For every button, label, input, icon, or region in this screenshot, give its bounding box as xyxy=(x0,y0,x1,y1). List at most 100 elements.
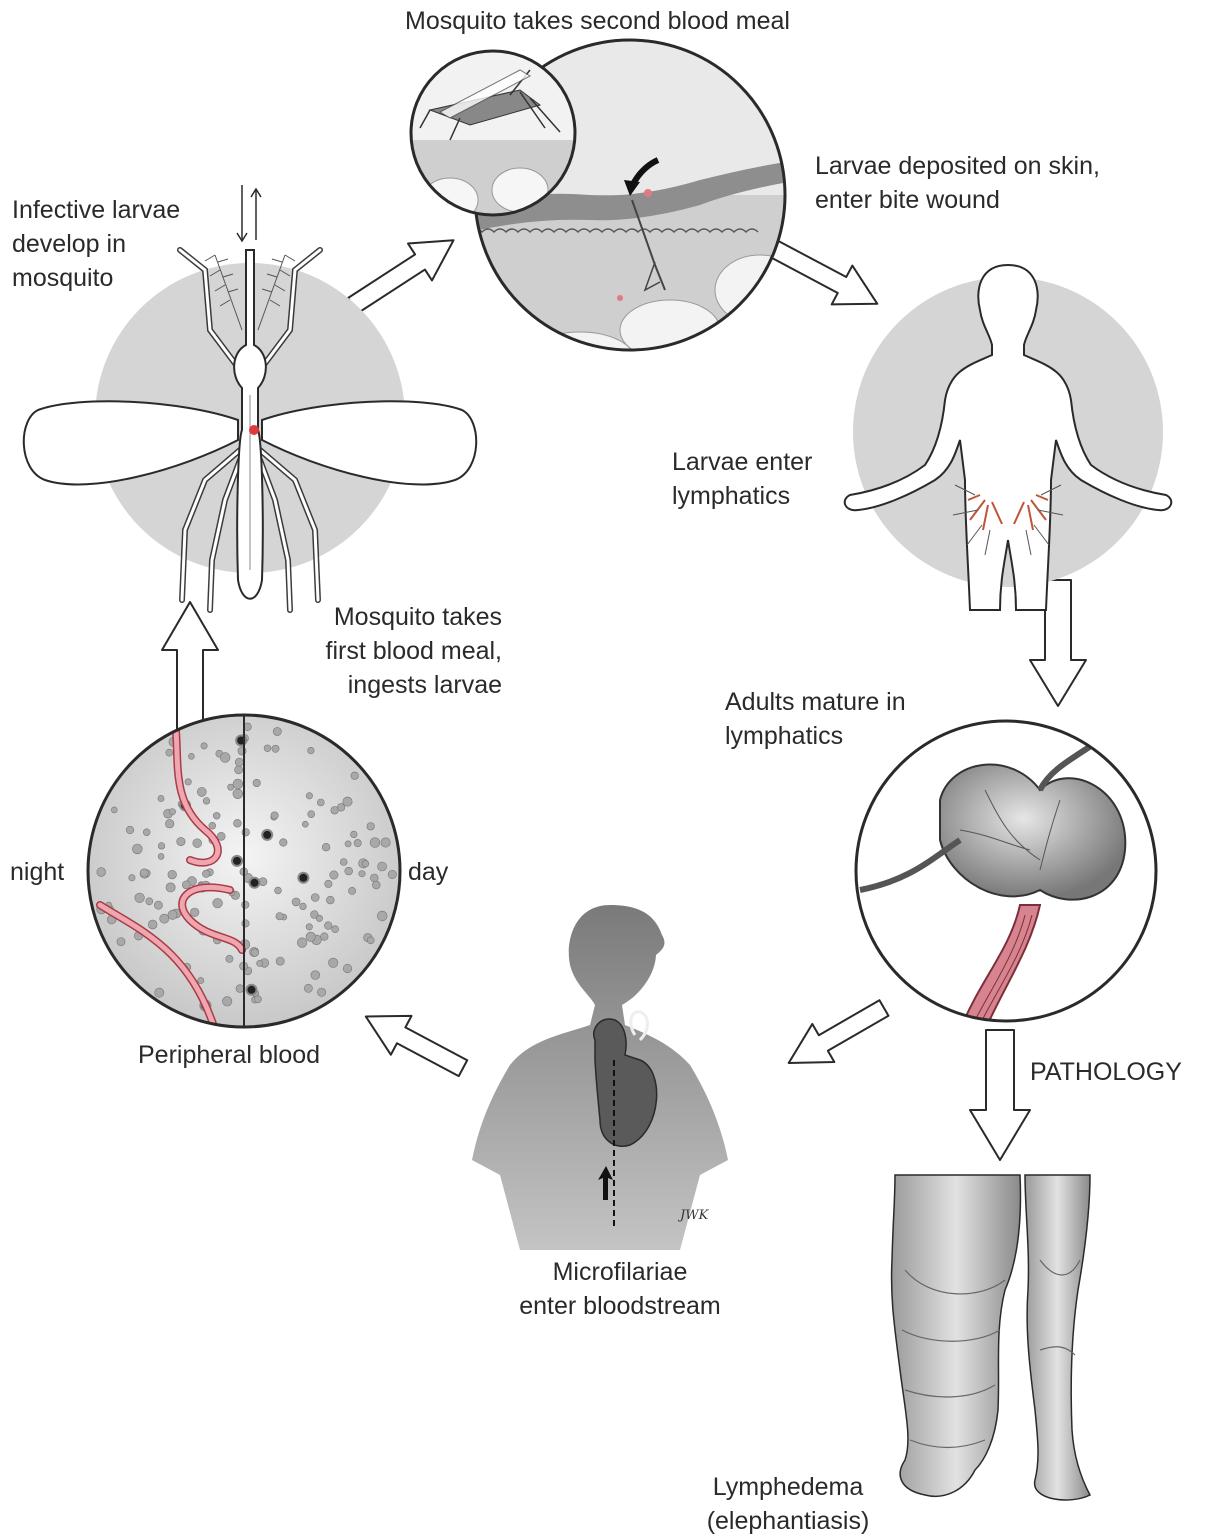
blood-cell xyxy=(316,915,322,921)
blood-cell xyxy=(326,896,334,904)
blood-cell xyxy=(370,874,378,882)
label-line: enter bite wound xyxy=(815,183,1100,217)
label-line: Microfilariae xyxy=(502,1255,738,1289)
blood-cell xyxy=(213,898,223,908)
blood-cell xyxy=(135,893,145,903)
blood-cell xyxy=(377,911,387,921)
label-adults-mature: Adults mature in lymphatics xyxy=(725,685,906,753)
blood-cell xyxy=(345,841,351,847)
blood-cell xyxy=(367,937,374,944)
blood-cell xyxy=(213,812,220,819)
blood-cell xyxy=(235,758,243,766)
label-second-blood-meal: Mosquito takes second blood meal xyxy=(405,4,790,38)
blood-cell xyxy=(378,862,387,871)
label-line: lymphatics xyxy=(725,719,906,753)
blood-cell xyxy=(117,938,125,946)
blood-cell xyxy=(160,914,169,923)
human-outline xyxy=(845,265,1172,610)
blood-cell xyxy=(311,894,319,902)
blood-cell xyxy=(242,901,249,908)
blood-cell xyxy=(381,838,390,847)
label-larvae-enter-lymphatics: Larvae enter lymphatics xyxy=(672,445,812,513)
blood-cell xyxy=(202,870,209,877)
blood-cell xyxy=(233,779,243,789)
label-pathology: PATHOLOGY xyxy=(1030,1055,1182,1089)
blood-cell xyxy=(351,772,359,780)
blood-cell xyxy=(302,821,308,827)
label-night: night xyxy=(10,855,64,889)
blood-cell xyxy=(126,826,134,834)
label-line: lymphatics xyxy=(672,479,812,513)
arrow-heart-to-blood xyxy=(356,997,474,1087)
blood-cell xyxy=(324,922,332,930)
blood-cell xyxy=(297,938,307,948)
label-line: ingests larvae xyxy=(296,668,502,702)
label-line: (elephantiasis) xyxy=(683,1504,893,1538)
blood-cell xyxy=(166,749,173,756)
blood-cell xyxy=(97,868,106,877)
blood-cell xyxy=(306,793,312,799)
blood-cell xyxy=(154,901,162,909)
blood-cell xyxy=(201,743,207,749)
blood-cell xyxy=(306,924,312,930)
blood-cell xyxy=(168,910,177,919)
blood-cell xyxy=(343,964,352,973)
blood-cell xyxy=(311,971,320,980)
label-line: Infective larvae xyxy=(12,193,180,227)
blood-cell xyxy=(332,926,339,933)
artist-signature: JWK xyxy=(680,1208,708,1223)
label-peripheral-blood: Peripheral blood xyxy=(138,1038,320,1072)
blood-cell xyxy=(354,839,361,846)
blood-cell xyxy=(228,784,234,790)
blood-cell xyxy=(185,779,191,785)
blood-cell xyxy=(272,745,279,752)
blood-cell xyxy=(209,822,216,829)
blood-cell xyxy=(182,881,190,889)
arrow-pathology xyxy=(970,1030,1030,1160)
blood-cell xyxy=(340,859,347,866)
blood-cell xyxy=(233,789,243,799)
blood-cell xyxy=(349,887,356,894)
blood-cell xyxy=(251,949,259,957)
label-line: Larvae deposited on skin, xyxy=(815,149,1100,183)
blood-cell xyxy=(148,920,157,929)
blood-cell xyxy=(273,727,281,735)
blood-cell xyxy=(158,795,164,801)
label-line: first blood meal, xyxy=(296,634,502,668)
label-infective-larvae: Infective larvae develop in mosquito xyxy=(12,193,180,295)
label-line: Lymphedema xyxy=(683,1470,893,1504)
blood-cell xyxy=(188,753,194,759)
blood-cell xyxy=(193,839,202,848)
blood-cell xyxy=(158,853,164,859)
label-microfilariae: Microfilariae enter bloodstream xyxy=(502,1255,738,1323)
white-blood-cell xyxy=(262,830,272,840)
blood-cell xyxy=(276,957,284,965)
blood-cell xyxy=(253,779,260,786)
label-line: enter bloodstream xyxy=(502,1289,738,1323)
blood-cell xyxy=(177,837,185,845)
blood-cell xyxy=(370,838,380,848)
white-blood-cell xyxy=(298,873,308,883)
blood-cell xyxy=(343,797,352,806)
white-blood-cell xyxy=(247,985,257,995)
blood-cell xyxy=(236,985,244,993)
blood-cell xyxy=(165,819,174,828)
label-line: Mosquito takes xyxy=(296,600,502,634)
lymph-node-circle xyxy=(856,721,1156,1030)
blood-cell xyxy=(325,880,332,887)
blood-cell xyxy=(264,745,271,752)
blood-cell xyxy=(388,870,396,878)
blood-cell xyxy=(322,843,330,851)
blood-cell xyxy=(155,988,164,997)
blood-cell xyxy=(300,903,307,910)
blood-cell xyxy=(345,867,353,875)
blood-cell xyxy=(168,870,177,879)
arrow-skin-to-body xyxy=(761,228,888,323)
arrow-blood-to-mosquito xyxy=(162,602,218,730)
label-day: day xyxy=(408,855,448,889)
blood-cell xyxy=(132,844,142,854)
blood-cell xyxy=(275,887,282,894)
blood-cell xyxy=(317,988,325,996)
blood-cell xyxy=(254,996,261,1003)
blood-smear-circle xyxy=(88,715,400,1030)
